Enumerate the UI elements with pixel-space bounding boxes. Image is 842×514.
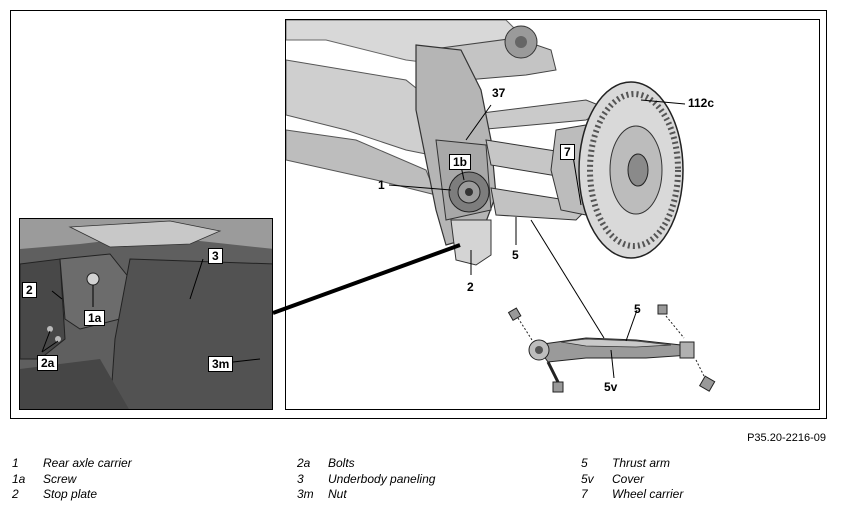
- rear-axle-assembly-panel: 37 112c 7 1b 1 2 5 5 5v: [285, 19, 820, 410]
- inset-callout-1a: 1a: [84, 310, 106, 326]
- inset-callout-2: 2: [22, 282, 37, 298]
- inset-callout-2a: 2a: [37, 355, 59, 371]
- underbody-drawing: [20, 219, 272, 409]
- underbody-inset-panel: 3 2 1a 2a 3m: [19, 218, 273, 410]
- callout-112c: 112c: [688, 96, 715, 110]
- rear-axle-drawing: [286, 20, 716, 393]
- callout-1b: 1b: [449, 154, 472, 170]
- figure-reference: P35.20-2216-09: [747, 432, 826, 444]
- callout-2: 2: [467, 280, 474, 294]
- callout-1: 1: [378, 178, 385, 192]
- callout-5-main: 5: [512, 248, 519, 262]
- inset-callout-3m: 3m: [208, 356, 234, 372]
- callout-5v: 5v: [604, 380, 618, 394]
- callout-37: 37: [492, 86, 506, 100]
- figure-frame: [10, 10, 827, 419]
- inset-callout-3: 3: [208, 248, 223, 264]
- callout-7: 7: [560, 144, 575, 160]
- callout-5-detail: 5: [634, 302, 641, 316]
